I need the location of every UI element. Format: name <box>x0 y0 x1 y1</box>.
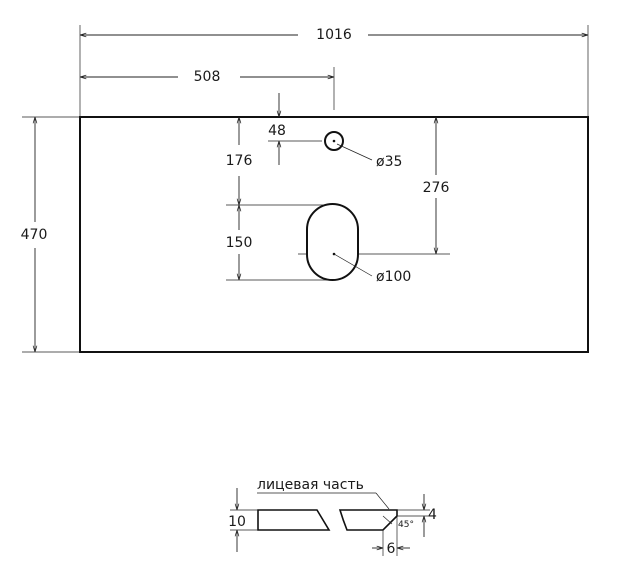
thickness-label: 10 <box>228 514 246 530</box>
depth-dimension: 470 <box>21 116 80 353</box>
drain-slot: ø100 <box>306 203 411 285</box>
drain-diameter-label: ø100 <box>376 269 411 285</box>
edge-section-detail: лицевая часть 10 4 45° 6 <box>228 477 437 557</box>
overall-width-dimension: 1016 <box>79 25 589 117</box>
tap-to-drain-center-label: 276 <box>423 180 450 196</box>
tap-hole-offset-label: 48 <box>268 123 286 139</box>
overall-width-label: 1016 <box>316 27 352 43</box>
drain-slot-dimension: 150 <box>226 205 334 281</box>
drain-slot-label: 150 <box>226 235 253 251</box>
tap-hole-diameter-label: ø35 <box>376 154 402 170</box>
tap-hole: ø35 <box>324 131 402 170</box>
chamfer-angle-label: 45° <box>398 520 414 530</box>
depth-label: 470 <box>21 227 48 243</box>
half-width-label: 508 <box>194 69 221 85</box>
half-width-dimension: 508 <box>80 67 335 110</box>
tap-to-drain-top-dimension: 176 <box>226 117 328 206</box>
chamfer-width-label: 6 <box>387 541 396 557</box>
tap-hole-offset-dimension: 48 <box>268 93 322 165</box>
face-label: лицевая часть <box>257 477 364 493</box>
chamfer-depth-label: 4 <box>428 507 437 523</box>
tap-to-drain-top-label: 176 <box>226 153 253 169</box>
